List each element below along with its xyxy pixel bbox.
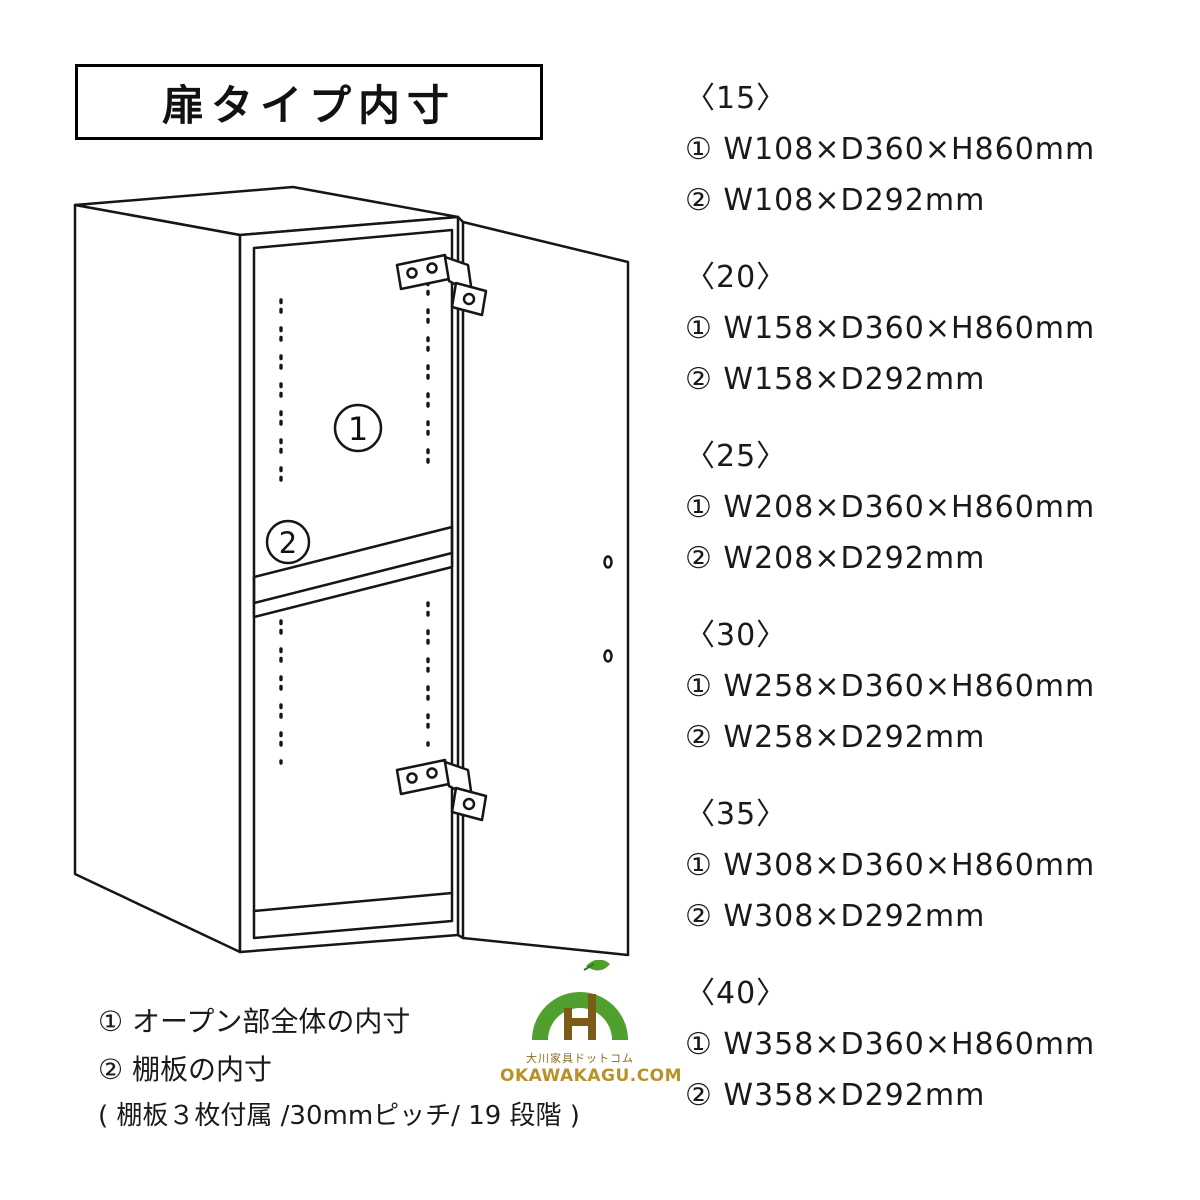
size-name: 〈20〉: [685, 260, 788, 295]
size-entry-25: 〈25〉 ① W208×D360×H860mm ② W208×D292mm: [685, 432, 1165, 584]
hinge-top-cup-screw: [462, 292, 476, 306]
size-entry-30: 〈30〉 ① W258×D360×H860mm ② W258×D292mm: [685, 611, 1165, 763]
legend-open-area: ① オープン部全体の内寸: [98, 1005, 411, 1038]
size-open-dims: ① W308×D360×H860mm: [685, 848, 1096, 883]
cabinet-diagram: 1 2: [73, 185, 630, 957]
label-1-number: 1: [348, 410, 368, 448]
hinge-top-icon: [395, 253, 488, 317]
size-name: 〈15〉: [685, 81, 788, 116]
size-open-dims: ① W158×D360×H860mm: [685, 311, 1096, 346]
label-1-circle: [333, 403, 383, 453]
hinge-bottom-cup-screw: [462, 797, 476, 811]
door-panel: [461, 220, 630, 957]
size-shelf-dims: ② W158×D292mm: [685, 362, 986, 397]
size-entry-20: 〈20〉 ① W158×D360×H860mm ② W158×D292mm: [685, 253, 1165, 405]
shelf-front-edge: [252, 551, 454, 619]
cabinet-floor-edge: [252, 891, 454, 913]
label-1-marker: 1: [333, 403, 383, 453]
label-2-number: 2: [279, 526, 297, 560]
legend-note: ( 棚板３枚付属 /30mmピッチ/ 19 段階 ): [98, 1101, 580, 1131]
size-name: 〈30〉: [685, 618, 788, 653]
title-box: 扉タイプ内寸: [75, 64, 543, 140]
size-entry-40: 〈40〉 ① W358×D360×H860mm ② W358×D292mm: [685, 969, 1165, 1121]
logo-chair-icon: [564, 994, 596, 1040]
hinge-bottom-screw-2: [426, 767, 438, 779]
size-open-dims: ① W258×D360×H860mm: [685, 669, 1096, 704]
size-entry-35: 〈35〉 ① W308×D360×H860mm ② W308×D292mm: [685, 790, 1165, 942]
brand-logo: 大川家具ドットコム OKAWAKAGU.COM: [500, 959, 683, 1086]
size-name: 〈40〉: [685, 976, 788, 1011]
size-shelf-dims: ② W258×D292mm: [685, 720, 986, 755]
hinge-top-screw-2: [426, 262, 438, 274]
size-shelf-dims: ② W308×D292mm: [685, 899, 986, 934]
hinge-top-screw-1: [406, 267, 418, 279]
shelf-back-edge: [252, 525, 454, 579]
label-2-circle: [265, 519, 311, 565]
logo-text-jp: 大川家具ドットコム: [526, 1052, 634, 1065]
tree-chair-icon: [532, 959, 628, 1040]
logo-text-en: OKAWAKAGU.COM: [500, 1066, 683, 1086]
shelf: [252, 525, 454, 619]
shelf-pin-holes: [279, 280, 430, 765]
size-open-dims: ① W358×D360×H860mm: [685, 1027, 1096, 1062]
door: [456, 215, 630, 957]
legend: ① オープン部全体の内寸 ② 棚板の内寸 ( 棚板３枚付属 /30mmピッチ/ …: [98, 998, 658, 1138]
size-name: 〈25〉: [685, 439, 788, 474]
logo-leaf-stem: [583, 963, 595, 971]
door-catch-hole-upper: [603, 555, 613, 569]
page-title: 扉タイプ内寸: [161, 80, 456, 130]
door-catch-hole-lower: [603, 649, 613, 663]
size-name: 〈35〉: [685, 797, 788, 832]
legend-shelf: ② 棚板の内寸: [98, 1053, 273, 1086]
size-shelf-dims: ② W108×D292mm: [685, 183, 986, 218]
size-open-dims: ① W208×D360×H860mm: [685, 490, 1096, 525]
door-top-thickness: [456, 215, 465, 224]
hinge-bottom-icon: [395, 758, 488, 822]
hinge-bottom-screw-1: [406, 772, 418, 784]
size-open-dims: ① W108×D360×H860mm: [685, 132, 1096, 167]
logo-canopy: [532, 992, 628, 1040]
door-bottom-thickness: [456, 933, 465, 940]
size-shelf-dims: ② W208×D292mm: [685, 541, 986, 576]
logo-leaf-icon: [586, 959, 610, 971]
size-list: 〈15〉 ① W108×D360×H860mm ② W108×D292mm 〈2…: [685, 74, 1165, 1148]
size-entry-15: 〈15〉 ① W108×D360×H860mm ② W108×D292mm: [685, 74, 1165, 226]
size-shelf-dims: ② W358×D292mm: [685, 1078, 986, 1113]
cabinet-side-panel: [73, 203, 242, 954]
label-2-marker: 2: [265, 519, 311, 565]
